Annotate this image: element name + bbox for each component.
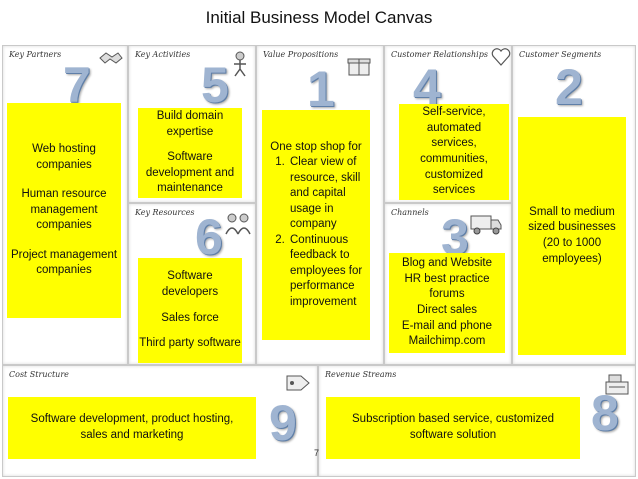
- customer-relationships-text: Self-service, automated services, commun…: [420, 106, 488, 197]
- channels-item: E-mail and phone: [401, 319, 493, 332]
- key-activities-header: Key Activities: [135, 50, 191, 59]
- key-partners-item: Web hosting companies: [32, 143, 96, 171]
- key-resources-item: Sales force: [161, 311, 219, 324]
- value-propositions-item: Continuous feedback to employees for per…: [288, 233, 370, 311]
- channels-box: Blog and Website HR best practice forums…: [389, 253, 505, 353]
- key-activities-number: 5: [201, 57, 229, 113]
- customer-segments-box: Small to medium sized businesses (20 to …: [518, 117, 626, 355]
- key-partners-number: 7: [63, 57, 91, 113]
- worker-icon: [234, 51, 246, 77]
- key-partners-header: Key Partners: [9, 50, 62, 59]
- customer-segments-text: Small to medium sized businesses (20 to …: [528, 205, 616, 265]
- value-propositions-item: Clear view of resource, skill and capita…: [288, 155, 370, 233]
- key-partners-box: Web hosting companies Human resource man…: [7, 103, 121, 318]
- revenue-streams-header: Revenue Streams: [325, 370, 397, 379]
- key-activities-item: Software development and maintenance: [145, 151, 235, 195]
- value-propositions-box: One stop shop for Clear view of resource…: [262, 110, 370, 340]
- channels-item: Mailchimp.com: [408, 335, 486, 348]
- customer-segments-header: Customer Segments: [519, 50, 602, 59]
- handshake-icon: [99, 52, 123, 64]
- key-activities-item: Build domain expertise: [156, 110, 224, 138]
- people-icon: [225, 213, 251, 235]
- key-resources-header: Key Resources: [135, 208, 195, 217]
- value-propositions-list: Clear view of resource, skill and capita…: [262, 155, 370, 310]
- value-propositions-header: Value Propositions: [263, 50, 339, 59]
- key-partners-item: Project management companies: [10, 248, 118, 277]
- key-partners-item: Human resource management companies: [21, 188, 107, 232]
- page-number: 7: [314, 448, 320, 458]
- cost-structure-text: Software development, product hosting, s…: [30, 413, 234, 441]
- revenue-streams-text: Subscription based service, customized s…: [352, 413, 554, 441]
- canvas-title: Initial Business Model Canvas: [205, 8, 433, 27]
- channels-item: HR best practice forums: [404, 272, 490, 301]
- channels-header: Channels: [391, 208, 429, 217]
- gift-icon: [347, 58, 371, 76]
- cost-structure-box: Software development, product hosting, s…: [8, 397, 256, 459]
- revenue-streams-number: 8: [591, 385, 619, 441]
- key-activities-box: Build domain expertise Software developm…: [138, 108, 242, 198]
- customer-relationships-box: Self-service, automated services, commun…: [399, 104, 509, 200]
- customer-segments-number: 2: [555, 59, 583, 115]
- key-resources-item: Software developers: [161, 270, 219, 298]
- key-resources-box: Software developers Sales force Third pa…: [138, 258, 242, 363]
- value-propositions-intro: One stop shop for: [270, 140, 362, 153]
- heart-icon: [491, 48, 511, 66]
- channels-item: Blog and Website: [402, 257, 492, 270]
- truck-icon: [470, 215, 502, 235]
- cost-structure-number: 9: [269, 395, 297, 451]
- channels-item: Direct sales: [416, 304, 478, 316]
- key-resources-number: 6: [195, 209, 223, 265]
- cost-structure-header: Cost Structure: [9, 370, 69, 379]
- price-tag-icon: [286, 375, 310, 391]
- customer-relationships-header: Customer Relationships: [391, 50, 488, 59]
- cash-register-icon: [605, 374, 629, 395]
- customer-relationships-number: 4: [413, 59, 441, 115]
- key-resources-item: Third party software: [139, 337, 241, 350]
- value-propositions-number: 1: [307, 61, 335, 117]
- revenue-streams-box: Subscription based service, customized s…: [326, 397, 580, 459]
